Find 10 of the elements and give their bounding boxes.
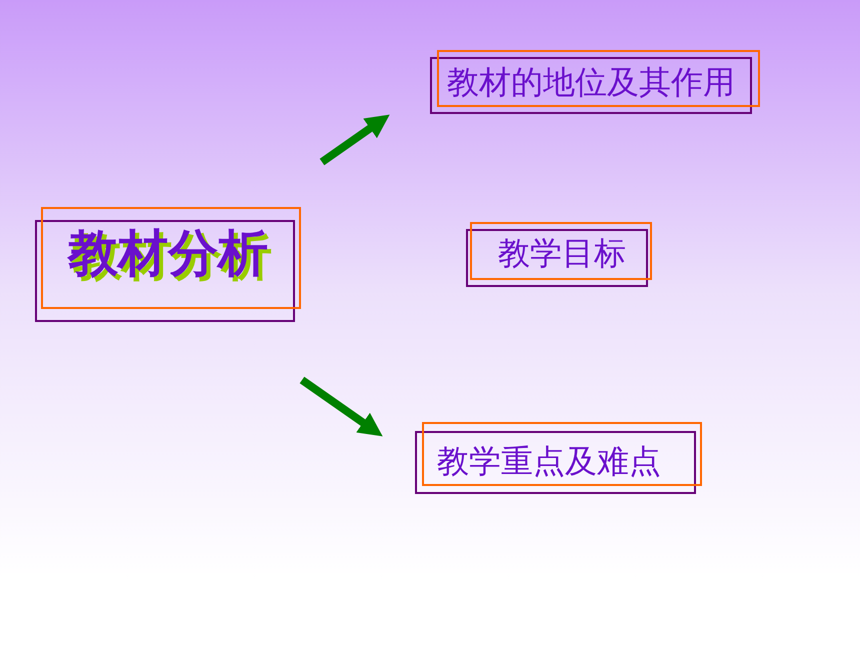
topic-box [415,422,703,495]
topic-text: 教学重点及难点 [437,445,661,477]
arrow [300,376,383,436]
title-text: 教材分析 [68,228,268,278]
title-box [35,207,302,323]
topic-box [466,222,653,288]
arrow [320,114,390,166]
topic-text: 教学目标 [498,237,626,269]
topic-text: 教材的地位及其作用 [447,66,735,98]
topic-box [430,50,761,115]
